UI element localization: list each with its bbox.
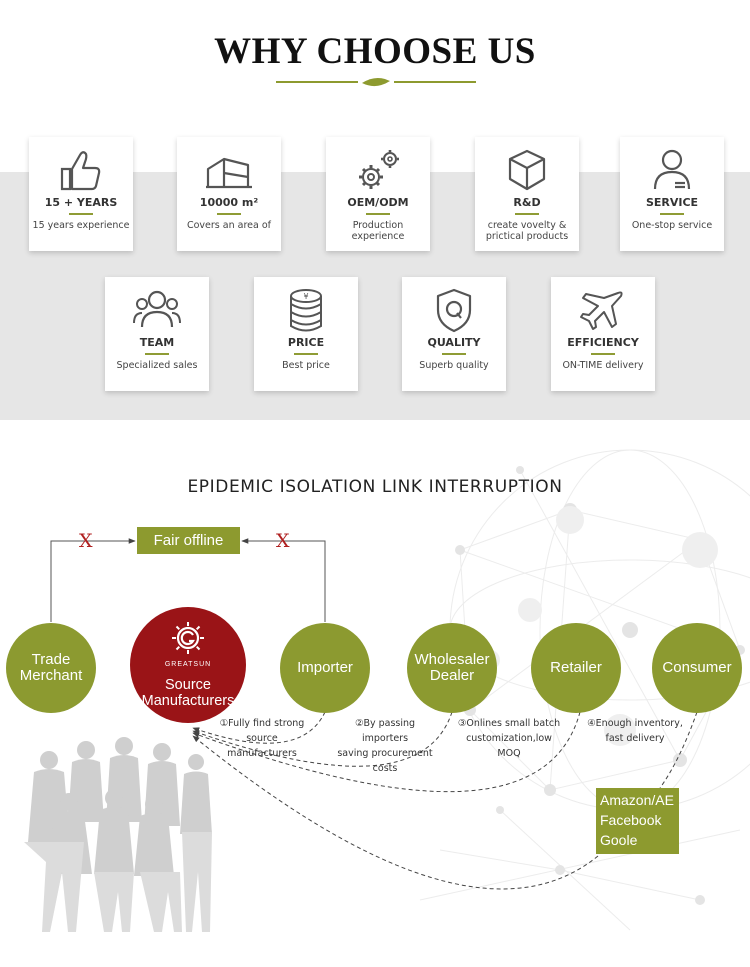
leaf-divider-icon [276,77,476,87]
node-label: Manufacturers [141,693,235,709]
card-desc: Production experience [351,220,405,242]
card-title: R&D [513,196,541,209]
blocked-mark-right: X [276,530,290,552]
card-title: 10000 m² [199,196,259,209]
note-line: ①Fully find strong [219,718,305,729]
feature-card-quality: QUALITY Superb quality [402,277,506,391]
card-divider [515,213,539,215]
feature-card-rd: R&D create vovelty & prictical products [475,137,579,251]
gears-icon [359,150,399,189]
card-title: QUALITY [427,336,481,349]
svg-text:¥: ¥ [303,292,308,301]
business-people-image [24,737,212,932]
diagram-subtitle: EPIDEMIC ISOLATION LINK INTERRUPTION [187,477,563,497]
greatsun-logo-icon [172,622,204,654]
team-icon [133,290,181,328]
node-label: Source [165,677,211,693]
brand-logo-text: GREATSUN [164,661,212,668]
feature-card-oem: OEM/ODM Production experience [326,137,430,251]
note-step-2: ②By passing importers saving procurement… [331,716,439,776]
note-line: fast delivery [605,733,665,744]
node-importer: Importer [280,623,370,713]
platform-line: Amazon/AE [600,792,674,808]
card-desc: create vovelty & prictical products [485,220,569,242]
node-label: Consumer [662,659,732,676]
airplane-icon [580,291,623,330]
shield-q-icon [436,288,472,333]
card-title: 15 + YEARS [44,196,118,209]
note-line: ④Enough inventory, [587,718,683,729]
card-divider [69,213,93,215]
online-platform-box: Amazon/AE Facebook Goole [596,788,679,854]
node-label: Retailer [550,659,602,676]
node-label: Trade [31,651,71,668]
card-desc: Covers an area of [186,220,271,231]
card-divider [660,213,684,215]
note-line: source manufacturers [227,733,297,759]
note-line: ③Onlines small batch [457,718,561,729]
card-title: PRICE [287,336,325,349]
card-desc: Specialized sales [116,360,198,371]
node-label: Merchant [19,667,83,684]
note-line: customization,low MOQ [466,733,552,759]
node-retailer: Retailer [531,623,621,713]
feature-card-team: TEAM Specialized sales [105,277,209,391]
card-title: TEAM [139,336,175,349]
card-divider [217,213,241,215]
page-title: WHY CHOOSE US [214,31,536,72]
card-desc: 15 years experience [32,220,130,231]
node-consumer: Consumer [652,623,742,713]
platform-line: Goole [600,832,638,848]
note-step-3: ③Onlines small batch customization,low M… [457,716,561,761]
node-label: Dealer [429,667,475,684]
card-divider [591,353,615,355]
thumbs-up-icon [60,151,101,191]
factory-icon [206,157,252,189]
note-step-1: ①Fully find strong source manufacturers [212,716,312,761]
feature-card-price: ¥ PRICE Best price [254,277,358,391]
note-line: saving procurement costs [337,748,433,774]
note-line: ②By passing importers [354,718,416,744]
card-desc: One-stop service [631,220,713,231]
card-divider [294,353,318,355]
card-divider [442,353,466,355]
blocked-mark-left: X [79,530,93,552]
platform-line: Facebook [600,812,662,828]
node-wholesaler-dealer: Wholesaler Dealer [407,623,497,713]
card-desc: ON-TIME delivery [562,360,644,371]
card-title: SERVICE [645,196,699,209]
fair-offline-box: Fair offline [137,527,240,554]
node-trade-merchant: Trade Merchant [6,623,96,713]
node-label: Importer [297,659,353,676]
card-divider [145,353,169,355]
card-desc: Best price [282,360,330,371]
card-desc: Superb quality [419,360,489,371]
feature-card-efficiency: EFFICIENCY ON-TIME delivery [551,277,655,391]
user-service-icon [653,149,691,190]
node-label: Wholesaler [414,651,490,668]
card-title: EFFICIENCY [567,336,639,349]
coins-icon: ¥ [290,289,322,332]
feature-card-years: 15 + YEARS 15 years experience [29,137,133,251]
note-step-4: ④Enough inventory, fast delivery [586,716,684,746]
node-source-manufacturers: GREATSUN Source Manufacturers [130,607,246,723]
card-title: OEM/ODM [347,196,409,209]
feature-card-service: SERVICE One-stop service [620,137,724,251]
feature-card-area: 10000 m² Covers an area of [177,137,281,251]
card-divider [366,213,390,215]
box-icon [508,149,546,191]
